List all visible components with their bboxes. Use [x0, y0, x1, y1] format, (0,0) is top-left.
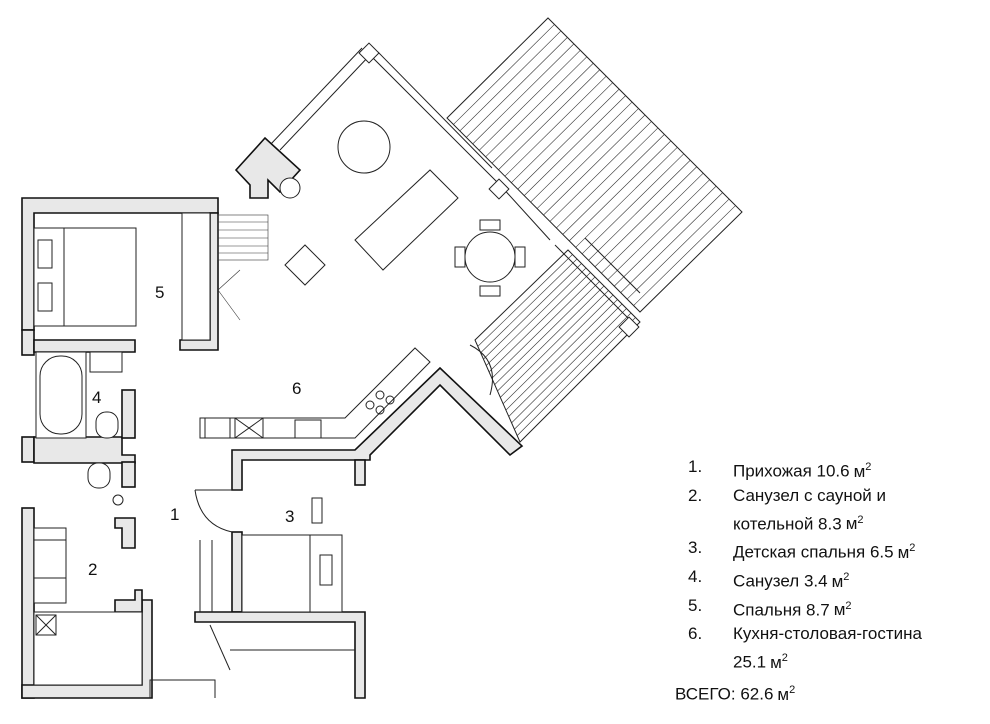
- deck-plank: [581, 153, 685, 255]
- deck-plank: [601, 172, 704, 274]
- room-area: 8.3: [818, 514, 842, 534]
- kitchen-counter: [199, 347, 431, 439]
- deck-plank: [514, 312, 632, 430]
- legend-marker: 1.: [688, 457, 703, 476]
- room-name: Спальня: [733, 600, 802, 620]
- room-name: Прихожая: [733, 461, 812, 481]
- room-label-3: 3: [285, 507, 294, 526]
- deck-plank: [500, 290, 609, 398]
- deck-plank: [480, 258, 578, 353]
- legend-row-6: 6. Кухня-столовая-гостина: [688, 622, 988, 646]
- deck-plank: [504, 75, 607, 177]
- deck-plank: [620, 192, 723, 293]
- room-label-6: 6: [292, 379, 301, 398]
- room-name: Санузел: [733, 571, 800, 591]
- legend-marker: 2.: [688, 485, 703, 505]
- stairs: [217, 214, 269, 321]
- legend-marker: 5.: [688, 595, 703, 615]
- deck-plank: [485, 56, 588, 158]
- bathroom-4-fixtures: [35, 351, 123, 439]
- deck-plank: [453, 24, 555, 125]
- room-area: 3.4: [803, 571, 828, 591]
- total-value: 62.6: [740, 684, 774, 704]
- room-area: 6.5: [869, 542, 894, 562]
- terrace-deck-upper: [446, 17, 743, 313]
- porch: [149, 624, 355, 698]
- deck-plank: [497, 285, 605, 392]
- deck-plank: [543, 114, 646, 216]
- deck-plank: [502, 294, 614, 404]
- deck-plank: [626, 198, 730, 300]
- legend-row-2: 2. Санузел с сауной и: [688, 484, 988, 508]
- column-2: [488, 178, 510, 200]
- living-room-outline: [269, 47, 641, 321]
- deck-plank: [569, 140, 672, 242]
- deck-plank: [588, 160, 691, 261]
- room-area: 25.1: [733, 652, 767, 672]
- room-name: Санузел с сауной и: [733, 485, 886, 505]
- room-name: Детская спальня: [733, 542, 866, 562]
- deck-plank: [511, 308, 627, 424]
- deck-plank: [508, 303, 623, 417]
- column-1: [358, 42, 380, 64]
- deck-plank: [556, 127, 659, 229]
- entrance-door: [194, 489, 233, 533]
- deck-plank: [517, 88, 620, 190]
- deck-plank: [472, 43, 575, 145]
- living-furniture: [279, 120, 526, 396]
- deck-plank: [607, 179, 710, 280]
- legend-marker: 4.: [688, 566, 703, 586]
- deck-plank: [494, 281, 600, 385]
- deck-plank: [483, 263, 582, 360]
- bed-room-5: [33, 212, 211, 341]
- bathroom-2-fixtures: [33, 462, 143, 686]
- deck-plank: [549, 121, 652, 222]
- room-name: котельной: [733, 514, 814, 534]
- deck-plank: [562, 134, 665, 235]
- deck-plank: [614, 185, 717, 287]
- bed-room-3: [199, 497, 343, 613]
- deck-plank: [530, 101, 633, 203]
- deck-plank: [477, 254, 573, 347]
- room-area: 10.6: [816, 461, 850, 481]
- legend-marker: 6.: [688, 624, 703, 644]
- room-name: Кухня-столовая-гостина: [733, 624, 922, 644]
- column-3: [618, 316, 640, 338]
- room-label-5: 5: [155, 283, 164, 302]
- deck-plank: [466, 37, 568, 138]
- deck-plank: [459, 30, 562, 132]
- deck-plank: [478, 50, 581, 151]
- deck-plank: [488, 272, 591, 373]
- deck-plank: [511, 82, 613, 183]
- deck-plank: [594, 166, 697, 267]
- room-label-1: 1: [170, 505, 179, 524]
- total-label: ВСЕГО:: [675, 684, 736, 704]
- room-area: 8.7: [806, 600, 830, 620]
- deck-plank: [516, 317, 636, 436]
- deck-plank: [523, 95, 626, 196]
- deck-plank: [536, 108, 639, 209]
- room-label-4: 4: [92, 388, 101, 407]
- deck-plank: [505, 299, 618, 411]
- legend-marker: 3.: [688, 538, 703, 558]
- deck-plank: [486, 267, 587, 366]
- room-label-2: 2: [88, 560, 97, 579]
- deck-plank: [491, 276, 596, 379]
- deck-plank: [575, 147, 678, 248]
- deck-plank: [633, 205, 736, 306]
- terrace-deck-lower: [474, 249, 641, 443]
- walls: [21, 136, 524, 699]
- deck-plank: [491, 63, 594, 164]
- deck-plank: [498, 69, 600, 170]
